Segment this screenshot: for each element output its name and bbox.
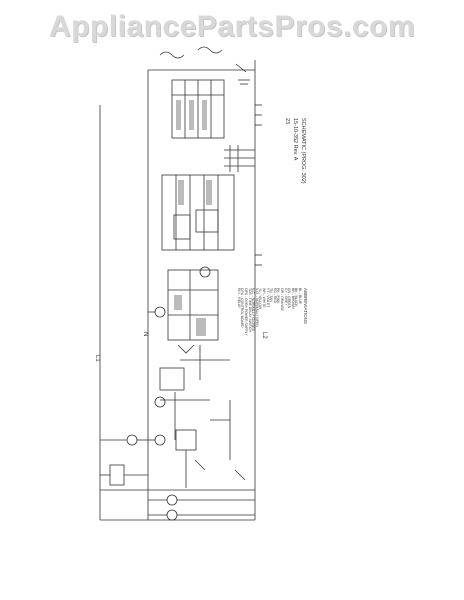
abbreviation-item: VT - VIOLET (265, 288, 270, 308)
abbreviation-item: OR - ORANGE (280, 288, 284, 311)
watermark-logo: AppliancePartsPros.com (48, 10, 416, 43)
caption-revision: 15-10-352 Rev. A (292, 118, 298, 161)
label-l2: L2 (261, 332, 267, 339)
label-neutral: N (142, 332, 148, 337)
switch-group-box (167, 269, 219, 341)
label-l1: L1 (94, 355, 100, 362)
abbreviation-item: CPU - CONTROL BOARD (240, 288, 245, 328)
abbreviation-item: TDS - TIME DELAY SWITCH (247, 288, 252, 332)
abbreviation-item: BR - BROWN (290, 288, 295, 309)
fuse-symbol (159, 51, 185, 59)
abbreviation-item: PK - PINK (276, 288, 281, 304)
abbreviation-item: WH - WHITE (262, 288, 266, 308)
abbreviation-item: N.O. - NORMALLY OPEN (254, 288, 259, 327)
abbreviation-item: GY - GREY (283, 288, 288, 306)
abbreviation-item: RLY - RELAY (236, 288, 241, 309)
abbreviation-item: BL - BLUE (298, 288, 302, 304)
motor-symbol (199, 266, 211, 278)
lamp-symbol (126, 434, 138, 446)
relay-module-box (161, 174, 235, 251)
caption-title: SCHEMATIC (PROG. 302) (300, 118, 306, 184)
abbreviation-item: OPS - OVEN POWER SUPPLY (244, 288, 248, 336)
abbreviation-item: RD - RED (272, 288, 277, 304)
caption-page: 23 (284, 118, 290, 125)
abbreviation-item: YL - YELLOW (258, 288, 263, 310)
abbreviations-title: ABBREVIATIONS (303, 288, 308, 324)
schematic-caption: SCHEMATIC (PROG. 302) 15-10-352 Rev. A 2… (284, 118, 356, 248)
